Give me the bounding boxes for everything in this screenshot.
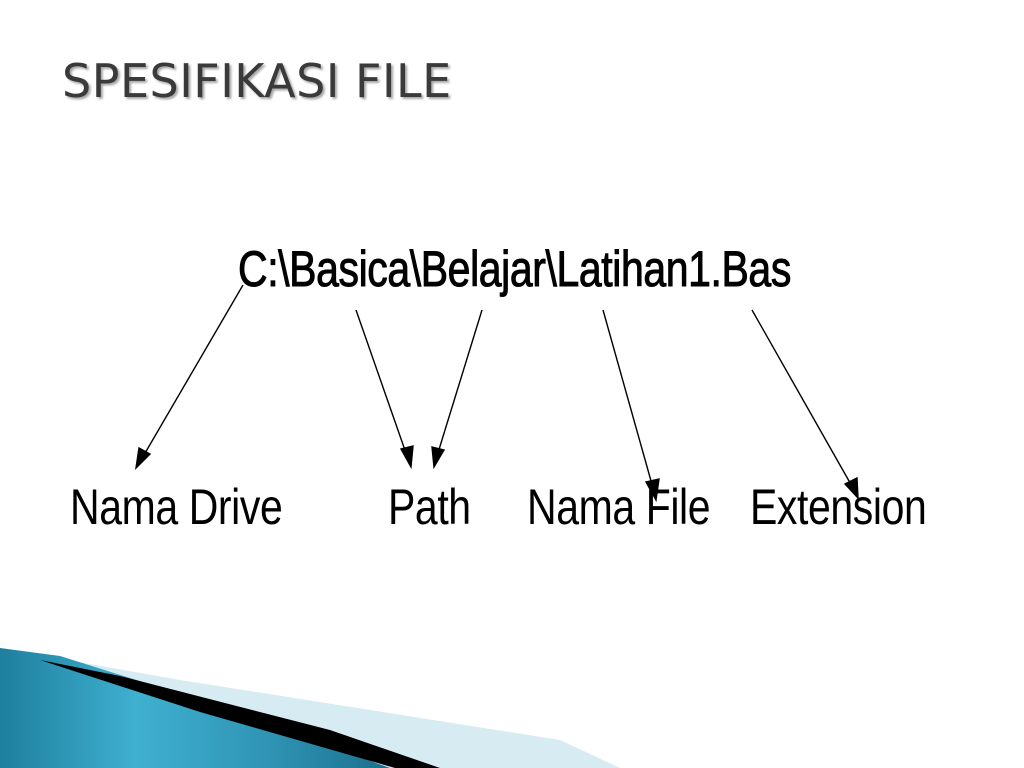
arrow-drive [140,284,244,461]
arrow-path-right [436,309,483,457]
arrow-extension [751,309,854,489]
arrowhead-path-right [431,446,446,470]
arrowhead-path-left [399,445,414,470]
label-file-name: Nama File [527,479,711,535]
swoosh-blue-band [0,648,390,768]
file-spec-text: C:\Basica\Belajar\Latihan1.Bas [238,241,792,298]
slide-title: SPESIFIKASI FILE [62,54,452,108]
label-path: Path [388,479,471,535]
arrow-path-left [355,309,408,457]
label-extension: Extension [750,479,927,535]
swoosh-dark-band [40,660,440,768]
label-drive: Nama Drive [70,479,283,535]
arrow-file [602,309,654,489]
swoosh-light-band [0,648,620,768]
arrowhead-drive [134,446,152,470]
